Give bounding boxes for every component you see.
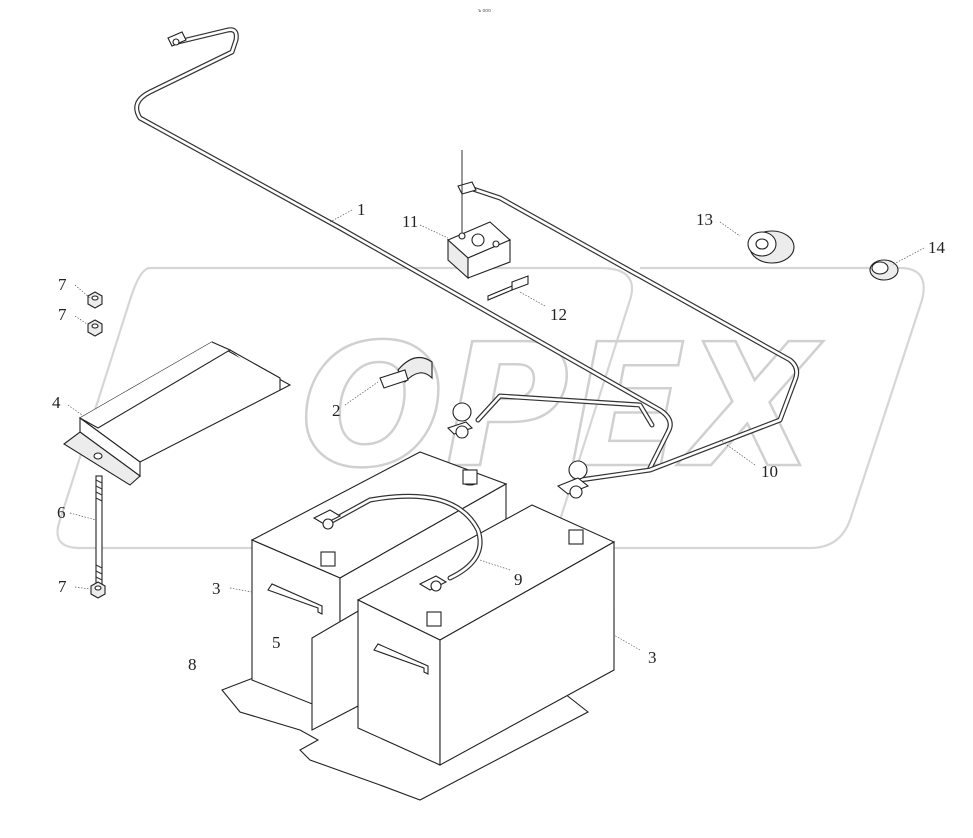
callout-1: 1 bbox=[357, 200, 366, 219]
bracket-4 bbox=[63, 341, 292, 486]
callout-7-top: 7 bbox=[58, 275, 67, 294]
terminal-clamp-right bbox=[556, 460, 590, 499]
callout-4: 4 bbox=[52, 393, 61, 412]
callout-12: 12 bbox=[550, 305, 567, 324]
grommet-13 bbox=[747, 230, 795, 264]
callout-13: 13 bbox=[696, 210, 713, 229]
callout-2: 2 bbox=[332, 401, 341, 420]
grommet-14 bbox=[869, 259, 899, 281]
callout-7-bottom: 7 bbox=[58, 577, 67, 596]
callout-7-middle: 7 bbox=[58, 305, 67, 324]
nut-7-bottom bbox=[90, 581, 106, 599]
terminal-clamp-left bbox=[446, 402, 474, 439]
battery-3-front bbox=[356, 504, 616, 766]
nut-7-top bbox=[87, 291, 103, 309]
rod-6 bbox=[95, 475, 103, 587]
battery-switch-11 bbox=[446, 150, 512, 280]
callout-6: 6 bbox=[57, 503, 66, 522]
callout-11: 11 bbox=[402, 212, 418, 231]
cable-1 bbox=[134, 27, 673, 471]
cable-10 bbox=[457, 181, 800, 483]
bolt-12 bbox=[487, 275, 529, 301]
callout-3-rear: 3 bbox=[212, 579, 221, 598]
callout-14: 14 bbox=[928, 238, 946, 257]
leader-lines bbox=[67, 209, 925, 651]
callout-8: 8 bbox=[188, 655, 197, 674]
clamp-2 bbox=[379, 356, 433, 389]
callout-9: 9 bbox=[514, 570, 523, 589]
callout-5: 5 bbox=[272, 633, 281, 652]
callout-3-front: 3 bbox=[648, 648, 657, 667]
jumper-cable-9 bbox=[312, 493, 483, 592]
nut-7-middle bbox=[87, 319, 103, 337]
header-mark: ъ ооо bbox=[478, 8, 491, 14]
callout-10: 10 bbox=[761, 462, 778, 481]
